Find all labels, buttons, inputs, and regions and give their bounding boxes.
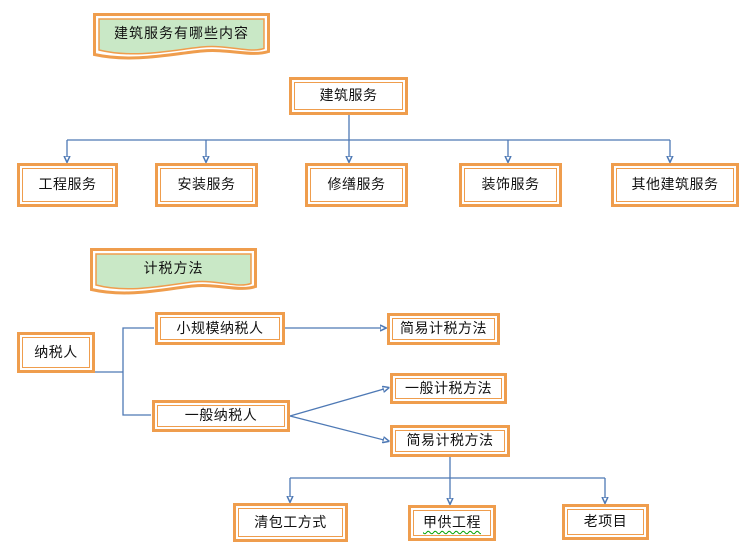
node-labor-only-contracting: 清包工方式	[233, 503, 348, 542]
node-construction-services: 建筑服务	[289, 77, 408, 115]
node-decoration-services: 装饰服务	[459, 163, 562, 207]
node-taxpayer: 纳税人	[17, 332, 95, 373]
wavy-banner-shape	[93, 13, 270, 60]
spellcheck-wavy-underline-text: 甲供工程	[423, 515, 481, 531]
node-small-scale-taxpayer: 小规模纳税人	[155, 312, 285, 345]
node-other-construction-services: 其他建筑服务	[611, 163, 739, 207]
node-client-supplied-materials: 甲供工程	[408, 505, 496, 541]
node-repair-services: 修缮服务	[305, 163, 408, 207]
wavy-banner-shape	[90, 248, 257, 295]
node-engineering-services: 工程服务	[17, 163, 118, 207]
node-general-tax-method: 一般计税方法	[390, 373, 507, 404]
node-old-project: 老项目	[562, 504, 649, 540]
banner-construction-services-title: 建筑服务有哪些内容	[93, 13, 270, 67]
node-installation-services: 安装服务	[155, 163, 258, 207]
banner-title: 计税方法	[143, 260, 204, 277]
banner-tax-method-title: 计税方法	[90, 248, 257, 302]
node-simple-tax-method-1: 简易计税方法	[387, 313, 500, 345]
node-simple-tax-method-2: 简易计税方法	[390, 425, 510, 457]
node-general-taxpayer: 一般纳税人	[152, 400, 290, 432]
banner-title: 建筑服务有哪些内容	[114, 25, 249, 42]
